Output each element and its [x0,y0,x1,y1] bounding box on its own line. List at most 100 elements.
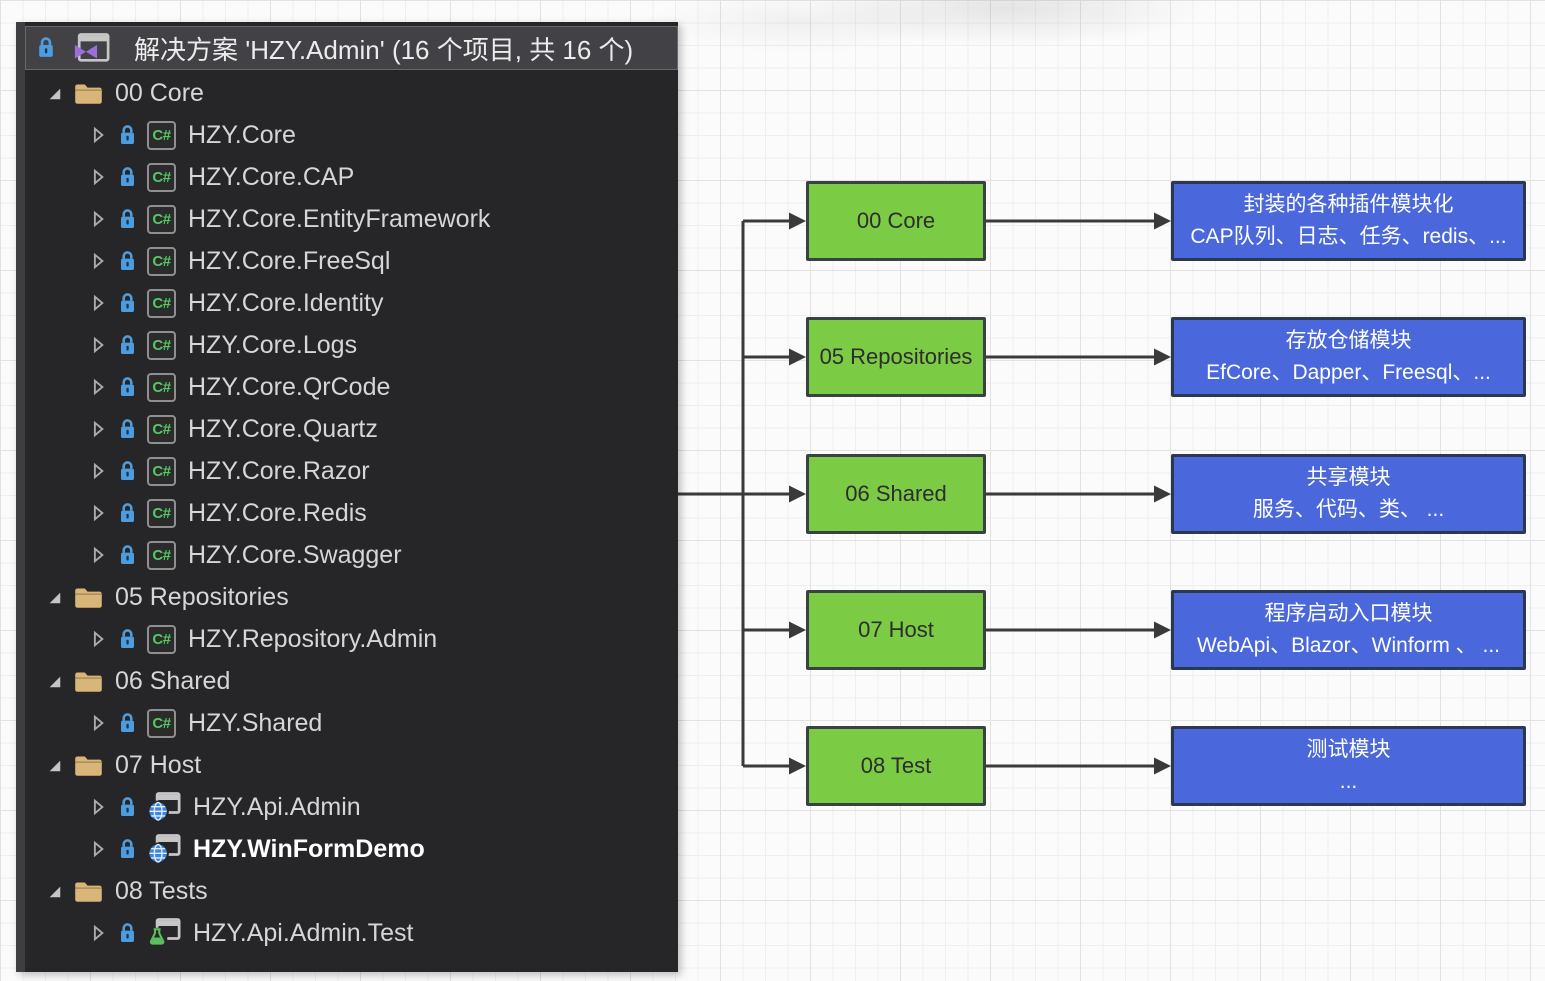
tree-item-label: 05 Repositories [115,582,289,611]
tree-item-label: HZY.Api.Admin.Test [193,918,414,947]
csharp-project-icon: C# [147,330,176,360]
web-project-icon [147,834,181,864]
diagram-source-box-core[interactable]: 00 Core [806,181,986,261]
tree-item-project[interactable]: HZY.Api.Admin.Test [25,912,678,954]
tree-item-folder[interactable]: 08 Tests [25,870,678,912]
tree-item-label: 07 Host [115,750,202,779]
solution-explorer-panel: 解决方案 'HZY.Admin' (16 个项目, 共 16 个) 00 Cor… [16,22,678,972]
tree-item-folder[interactable]: 05 Repositories [25,576,678,618]
folder-icon [74,880,103,903]
tree-item-project[interactable]: C# HZY.Core.Quartz [25,408,678,450]
tree-item-project[interactable]: C# HZY.Core.Logs [25,324,678,366]
tree-item-label: HZY.Api.Admin [193,792,361,821]
desc-detail: EfCore、Dapper、Freesql、... [1206,361,1491,384]
tree-item-label: 06 Shared [115,666,231,695]
expander-collapsed-icon[interactable] [87,376,109,398]
lock-icon [118,922,138,945]
csharp-project-icon: C# [147,414,176,444]
expander-collapsed-icon[interactable] [87,460,109,482]
tree-item-project[interactable]: C# HZY.Core.QrCode [25,366,678,408]
desc-title: 共享模块 [1306,466,1391,489]
expander-collapsed-icon[interactable] [87,250,109,272]
lock-icon [118,502,138,525]
lock-icon [118,292,138,315]
tree-item-project[interactable]: C# HZY.Core [25,114,678,156]
desc-detail: 服务、代码、类、 ... [1252,498,1445,521]
tree-item-label: 00 Core [115,78,204,107]
expander-collapsed-icon[interactable] [87,334,109,356]
tree-item-project[interactable]: C# HZY.Core.Razor [25,450,678,492]
expander-collapsed-icon[interactable] [87,712,109,734]
diagram-desc-box-host[interactable]: 程序启动入口模块 WebApi、Blazor、Winform 、 ... [1171,590,1526,670]
folder-icon [74,82,103,105]
csharp-project-icon: C# [147,540,176,570]
expander-collapsed-icon[interactable] [87,628,109,650]
csharp-project-icon: C# [147,456,176,486]
expander-expanded-icon[interactable] [43,754,65,776]
tree-item-project[interactable]: C# HZY.Core.EntityFramework [25,198,678,240]
folder-icon [74,754,103,777]
desc-title: 测试模块 [1306,738,1391,761]
expander-expanded-icon[interactable] [43,82,65,104]
solution-icon [73,32,110,64]
tree-item-label: HZY.Core.Razor [188,456,370,485]
expander-expanded-icon[interactable] [43,670,65,692]
desc-detail: WebApi、Blazor、Winform 、 ... [1196,634,1500,657]
diagram-desc-box-test[interactable]: 测试模块 ... [1171,726,1526,806]
tree-item-folder[interactable]: 06 Shared [25,660,678,702]
expander-collapsed-icon[interactable] [87,292,109,314]
diagram-source-box-shared[interactable]: 06 Shared [806,454,986,534]
tree-item-folder[interactable]: 00 Core [25,72,678,114]
diagram-source-box-host[interactable]: 07 Host [806,590,986,670]
tree-item-label: HZY.Core.QrCode [188,372,391,401]
tree-item-project[interactable]: C# HZY.Core.Swagger [25,534,678,576]
expander-collapsed-icon[interactable] [87,922,109,944]
csharp-project-icon: C# [147,498,176,528]
lock-icon [118,208,138,231]
desc-detail: ... [1339,770,1358,793]
lock-icon [118,250,138,273]
expander-expanded-icon[interactable] [43,586,65,608]
expander-collapsed-icon[interactable] [87,208,109,230]
folder-icon [74,586,103,609]
expander-collapsed-icon[interactable] [87,124,109,146]
expander-expanded-icon[interactable] [43,880,65,902]
csharp-project-icon: C# [147,120,176,150]
tree-item-project[interactable]: C# HZY.Repository.Admin [25,618,678,660]
expander-collapsed-icon[interactable] [87,796,109,818]
tree-item-project[interactable]: C# HZY.Core.Identity [25,282,678,324]
test-project-icon [147,918,181,948]
tree-item-project[interactable]: HZY.WinFormDemo [25,828,678,870]
solution-title: 解决方案 'HZY.Admin' (16 个项目, 共 16 个) [134,34,634,65]
diagram-desc-box-core[interactable]: 封装的各种插件模块化 CAP队列、日志、任务、redis、... [1171,181,1526,261]
tree-item-label: HZY.Core.Redis [188,498,367,527]
solution-header-row[interactable]: 解决方案 'HZY.Admin' (16 个项目, 共 16 个) [25,26,678,70]
diagram-source-box-repositories[interactable]: 05 Repositories [806,317,986,397]
lock-icon [118,796,138,819]
source-box-label: 07 Host [858,617,934,642]
expander-collapsed-icon[interactable] [87,502,109,524]
expander-collapsed-icon[interactable] [87,838,109,860]
tree-item-project[interactable]: HZY.Api.Admin [25,786,678,828]
web-project-icon [147,792,181,822]
diagram-desc-box-repositories[interactable]: 存放仓储模块 EfCore、Dapper、Freesql、... [1171,317,1526,397]
tree-item-label: HZY.Repository.Admin [188,624,438,653]
diagram-desc-box-shared[interactable]: 共享模块 服务、代码、类、 ... [1171,454,1526,534]
tree-item-project[interactable]: C# HZY.Shared [25,702,678,744]
tree-item-label: HZY.WinFormDemo [193,834,425,863]
tree-item-project[interactable]: C# HZY.Core.Redis [25,492,678,534]
source-box-label: 06 Shared [845,481,947,506]
lock-icon [118,544,138,567]
tree-item-project[interactable]: C# HZY.Core.CAP [25,156,678,198]
csharp-project-icon: C# [147,162,176,192]
expander-collapsed-icon[interactable] [87,544,109,566]
lock-icon [118,628,138,651]
expander-collapsed-icon[interactable] [87,166,109,188]
desc-title: 存放仓储模块 [1285,329,1412,352]
tree-item-folder[interactable]: 07 Host [25,744,678,786]
csharp-project-icon: C# [147,204,176,234]
lock-icon [118,166,138,189]
tree-item-project[interactable]: C# HZY.Core.FreeSql [25,240,678,282]
diagram-source-box-test[interactable]: 08 Test [806,726,986,806]
expander-collapsed-icon[interactable] [87,418,109,440]
